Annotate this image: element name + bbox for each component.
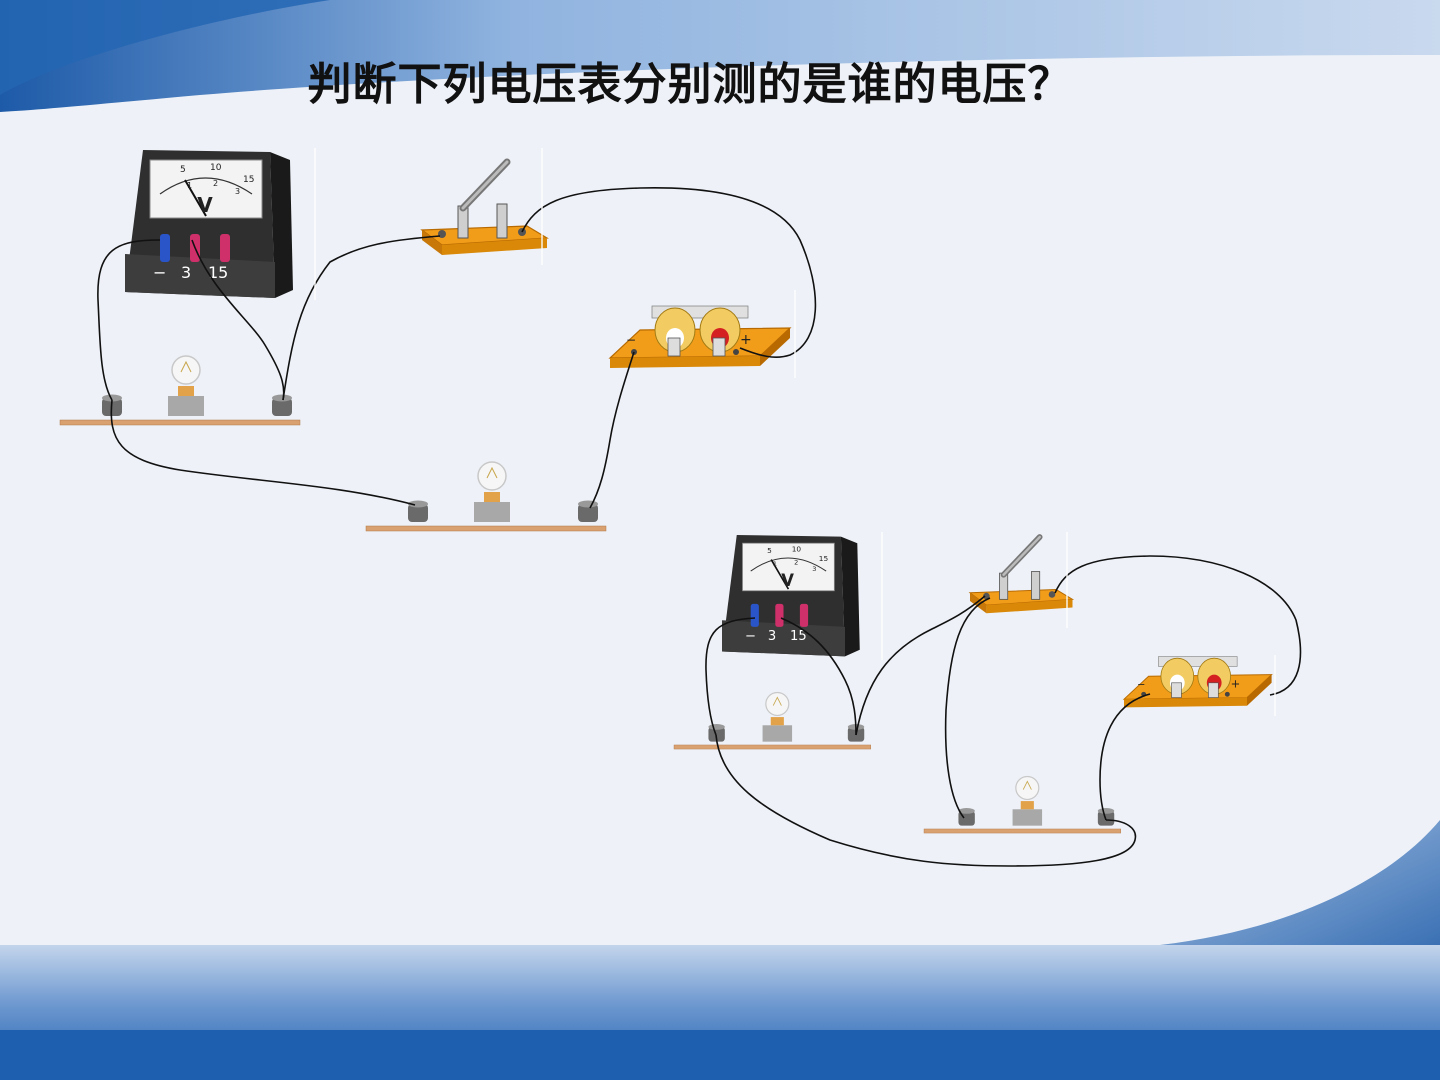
wires-circuit-1 xyxy=(97,187,817,509)
lamp-1 xyxy=(59,355,301,426)
battery-box-2 xyxy=(1123,656,1273,708)
battery-box-1 xyxy=(609,305,791,369)
wires-circuit-2 xyxy=(705,555,1302,867)
voltmeter-1 xyxy=(124,149,294,299)
lamp-2 xyxy=(365,461,607,532)
page-title: 判断下列电压表分别测的是谁的电压？ xyxy=(307,59,1073,110)
voltmeter-2 xyxy=(721,534,861,658)
lamp-3 xyxy=(673,691,872,750)
knife-switch-1 xyxy=(422,162,547,255)
lamp-4 xyxy=(923,775,1122,834)
knife-switch-2 xyxy=(970,537,1073,613)
